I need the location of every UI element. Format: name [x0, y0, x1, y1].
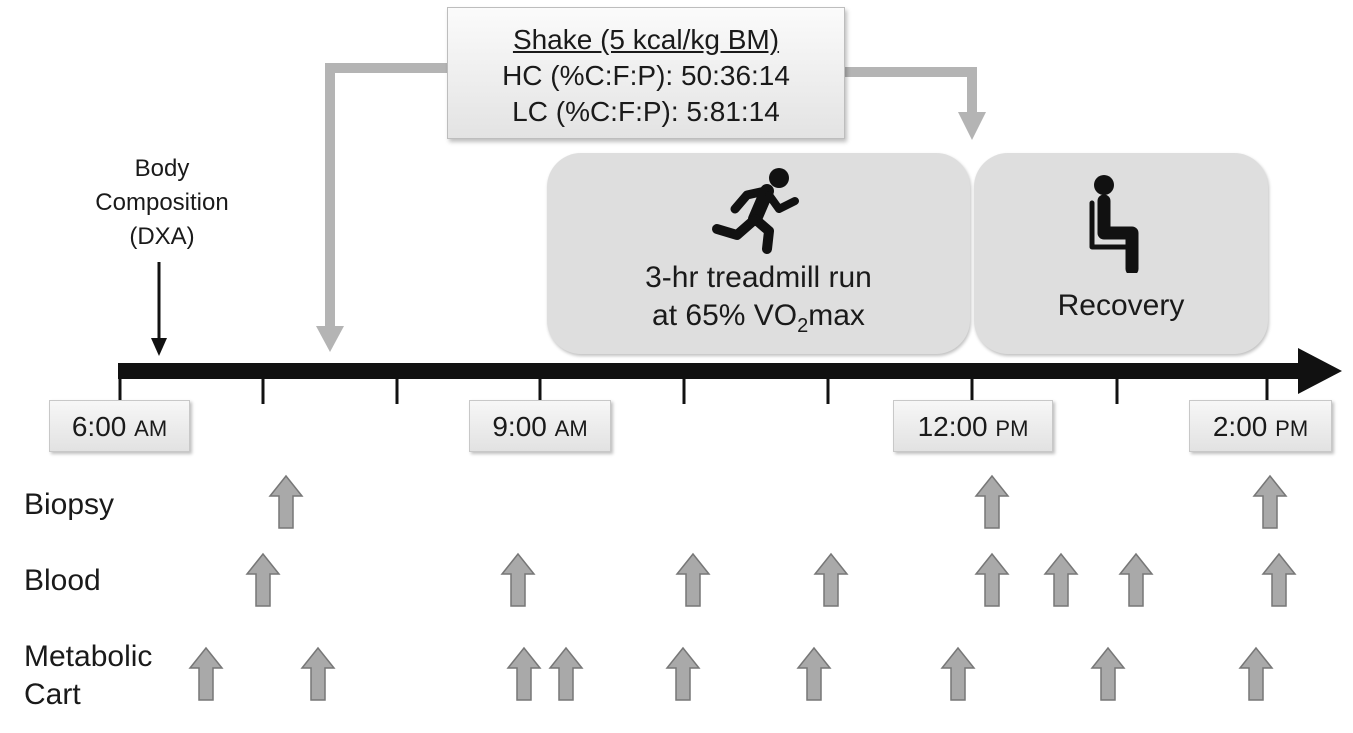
- row-label-metabolic-cart: Metabolic Cart: [24, 638, 152, 714]
- shake-info-box: Shake (5 kcal/kg BM) HC (%C:F:P): 50:36:…: [447, 7, 845, 139]
- biopsy-sample-arrow-icon: [1253, 475, 1287, 529]
- time-label-12pm: 12:00 PM: [893, 400, 1053, 452]
- metabolic-sample-arrow-icon: [941, 647, 975, 701]
- shake-connector-right-arrowhead: [958, 112, 986, 140]
- blood-sample-arrow-icon: [1262, 553, 1296, 607]
- biopsy-sample-arrow-icon: [975, 475, 1009, 529]
- blood-sample-arrow-icon: [814, 553, 848, 607]
- metabolic-sample-arrow-icon: [189, 647, 223, 701]
- timeline-arrowhead: [1298, 348, 1342, 394]
- seated-person-icon: [1089, 175, 1139, 273]
- time-label-9am: 9:00 AM: [469, 400, 611, 452]
- recovery-panel: Recovery: [974, 153, 1268, 354]
- shake-lc-ratio: LC (%C:F:P): 5:81:14: [512, 96, 780, 127]
- metabolic-sample-arrow-icon: [1239, 647, 1273, 701]
- metabolic-sample-arrow-icon: [549, 647, 583, 701]
- body-composition-label: Body Composition (DXA): [60, 152, 264, 254]
- body-composition-line: (DXA): [129, 223, 195, 250]
- blood-sample-arrow-icon: [1044, 553, 1078, 607]
- blood-arrows: [246, 553, 1296, 607]
- blood-sample-arrow-icon: [676, 553, 710, 607]
- treadmill-run-label: 3-hr treadmill run at 65% VO2max: [547, 259, 970, 345]
- row-label-blood: Blood: [24, 564, 101, 597]
- row-label-biopsy: Biopsy: [24, 488, 115, 521]
- biopsy-sample-arrow-icon: [269, 475, 303, 529]
- metabolic-sample-arrow-icon: [797, 647, 831, 701]
- recovery-label: Recovery: [1057, 289, 1185, 322]
- timeline-ticks: [118, 379, 1269, 404]
- shake-connector-right: [845, 67, 977, 116]
- shake-connector-left-arrowhead: [316, 326, 344, 352]
- time-label-6am: 6:00 AM: [49, 400, 190, 452]
- metabolic-sample-arrow-icon: [666, 647, 700, 701]
- blood-sample-arrow-icon: [501, 553, 535, 607]
- shake-title: Shake (5 kcal/kg BM): [512, 24, 780, 55]
- timeline-axis: [118, 363, 1308, 379]
- treadmill-run-line2: at 65% VO2max: [652, 299, 865, 337]
- blood-sample-arrow-icon: [1119, 553, 1153, 607]
- shake-hc-ratio: HC (%C:F:P): 50:36:14: [502, 60, 790, 91]
- biopsy-arrows: [269, 475, 1287, 529]
- metabolic-sample-arrow-icon: [1091, 647, 1125, 701]
- blood-sample-arrow-icon: [246, 553, 280, 607]
- row-label-cart-line: Cart: [24, 678, 81, 711]
- row-label-metabolic-line: Metabolic: [24, 640, 153, 673]
- metabolic-sample-arrow-icon: [507, 647, 541, 701]
- treadmill-run-line1: 3-hr treadmill run: [645, 261, 872, 294]
- running-person-icon: [712, 168, 799, 254]
- body-composition-arrowhead: [151, 338, 167, 356]
- body-composition-line: Body: [134, 155, 190, 182]
- body-composition-line: Composition: [95, 189, 229, 216]
- metabolic-sample-arrow-icon: [301, 647, 335, 701]
- metabolic-cart-arrows: [189, 647, 1273, 701]
- treadmill-run-panel: 3-hr treadmill run at 65% VO2max: [547, 153, 970, 354]
- time-label-2pm: 2:00 PM: [1189, 400, 1332, 452]
- shake-connector-left: [325, 63, 447, 330]
- blood-sample-arrow-icon: [975, 553, 1009, 607]
